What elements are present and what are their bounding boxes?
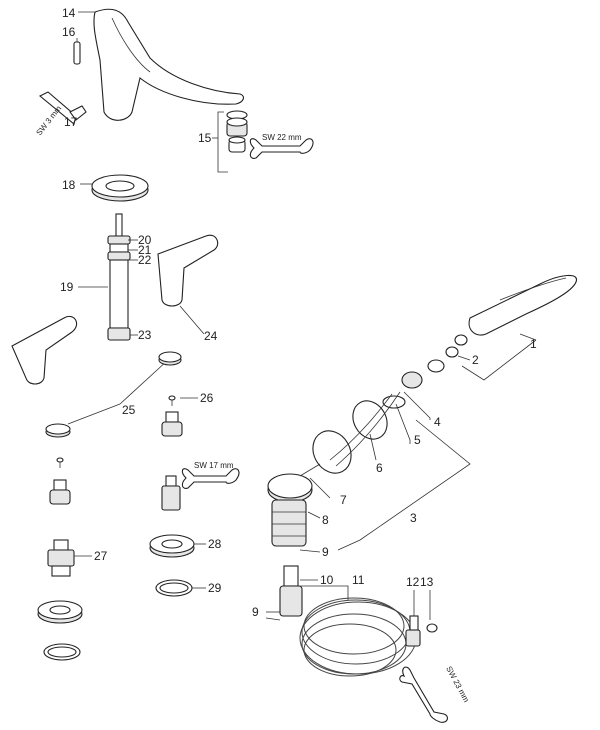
wrench-label-sw23: SW 23 mm: [444, 665, 471, 704]
connector-part-2: [445, 334, 468, 358]
swivel-part-7: [267, 463, 321, 503]
valve-part-27: [47, 539, 75, 577]
ring-part-18: [91, 174, 149, 202]
callout-15: 15: [198, 131, 212, 145]
valve-part-26: [161, 411, 183, 437]
screw-part-26: [168, 395, 176, 406]
wrench-sw23: [399, 666, 449, 723]
callout-26: 26: [200, 391, 214, 405]
callout-11: 11: [352, 573, 365, 587]
valve-sw17: [161, 475, 181, 511]
callout-5: 5: [414, 433, 421, 447]
callout-4: 4: [434, 415, 441, 429]
seal-part-6: [312, 400, 388, 474]
callout-18: 18: [62, 178, 76, 192]
handle-right: [157, 234, 219, 307]
seal-part-13: [426, 623, 438, 633]
callout-25: 25: [122, 403, 136, 417]
callout-12: 12: [406, 575, 420, 589]
callout-20: 20: [138, 233, 152, 247]
callout-24: 24: [204, 329, 218, 343]
callout-3: 3: [410, 511, 417, 525]
aerator-set-part-15: [226, 110, 248, 153]
callout-9b: 9: [252, 605, 259, 619]
nut-left: [45, 423, 71, 438]
allen-key-part-17: [38, 91, 87, 125]
callout-21: 21: [138, 243, 152, 257]
callout-10: 10: [320, 573, 334, 587]
callout-6: 6: [376, 461, 383, 475]
callout-27: 27: [94, 549, 108, 563]
callout-8: 8: [322, 513, 329, 527]
callout-29: 29: [208, 581, 222, 595]
wrench-label-sw3: SW 3 mm: [34, 104, 63, 137]
callout-13: 13: [420, 575, 434, 589]
tube-part-10: [279, 565, 303, 617]
hose-end-part-12: [405, 615, 421, 647]
wrench-sw22: [249, 138, 314, 159]
callout-2: 2: [472, 353, 479, 367]
callout-22: 22: [138, 253, 152, 267]
handle-left: [11, 315, 78, 385]
cartridge-part-19: [107, 213, 131, 341]
hose-nut-upper: [382, 359, 445, 409]
filter-part-8: [271, 499, 307, 547]
ring-part-29: [155, 579, 193, 597]
ring-part-28: [149, 534, 195, 558]
ring-left-upper: [37, 600, 83, 624]
hose-part-11: [299, 597, 417, 677]
callout-19: 19: [60, 280, 74, 294]
pin-part-16: [73, 41, 81, 65]
wrench-sw17: [181, 468, 240, 489]
valve-left: [49, 479, 71, 505]
callout-16: 16: [62, 25, 76, 39]
hand-shower-part-1: [468, 274, 577, 336]
screw-left: [56, 457, 64, 468]
callout-7: 7: [340, 493, 347, 507]
callout-1: 1: [530, 337, 537, 351]
wrench-label-sw17: SW 17 mm: [194, 461, 234, 470]
callout-14: 14: [62, 6, 76, 20]
spout-part-14: [93, 8, 245, 121]
wrench-label-sw22: SW 22 mm: [262, 133, 302, 142]
callout-9a: 9: [322, 545, 329, 559]
callout-23: 23: [138, 328, 152, 342]
nut-upper: [158, 351, 182, 366]
callout-28: 28: [208, 537, 222, 551]
callout-17: 17: [64, 115, 78, 129]
ring-left-lower: [43, 643, 81, 661]
